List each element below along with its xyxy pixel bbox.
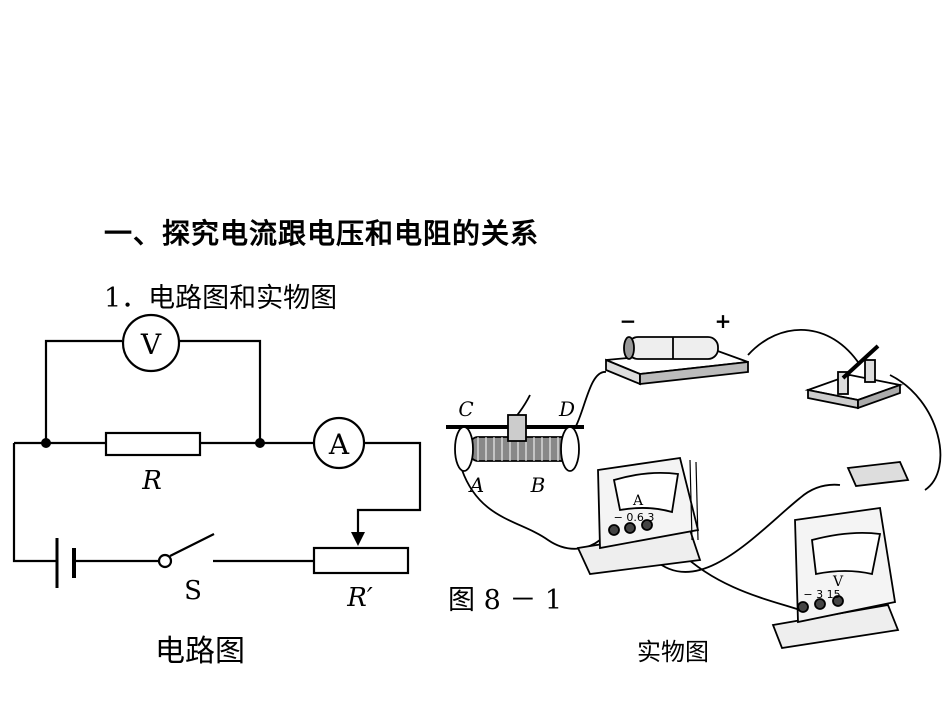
physical-diagram: [446, 328, 942, 650]
switch-pivot: [157, 553, 173, 569]
switch-label: S: [184, 576, 202, 606]
resistor-r: [104, 431, 202, 457]
resistor-label: R: [141, 466, 162, 496]
figure-number: 图 8 － 1: [448, 585, 562, 616]
connecting-wires: [461, 328, 942, 611]
ammeter-scale-text: − 0.6 3: [614, 511, 655, 524]
rheostat-r-prime: [312, 546, 410, 575]
subsection-heading: 1．电路图和实物图: [104, 283, 338, 314]
voltmeter-wire-left: [44, 339, 122, 443]
voltmeter-face-letter: V: [832, 574, 844, 590]
circuit-caption: 电路图: [155, 634, 245, 669]
wire-ammeter-to-slider: [356, 441, 422, 538]
voltmeter-symbol: [121, 313, 181, 373]
section-heading: 一、探究电流跟电压和电阻的关系: [104, 217, 540, 250]
ammeter-face-letter: A: [632, 493, 644, 509]
rheostat-terminal-d: D: [558, 397, 575, 421]
switch-blade: [169, 533, 215, 557]
junction-dot-right: [255, 438, 265, 448]
voltmeter-scale-text: − 3 15: [803, 588, 840, 601]
rheostat-terminal-b: B: [530, 473, 546, 497]
voltmeter-letter: V: [140, 328, 162, 361]
physical-switch: [804, 344, 904, 410]
ammeter-letter: A: [328, 428, 350, 461]
battery-minus-label: −: [620, 309, 637, 333]
circuit-diagram: [12, 313, 422, 588]
physical-ammeter: [576, 456, 702, 575]
physical-rheostat: [446, 414, 584, 472]
voltmeter-wire-right: [180, 339, 262, 443]
junction-dot-left: [41, 438, 51, 448]
physical-voltmeter: [771, 461, 910, 650]
rheostat-terminal-a: A: [468, 473, 484, 497]
battery-holder: [605, 336, 749, 386]
rheostat-terminal-c: C: [458, 397, 473, 421]
slider-arrowhead: [351, 532, 365, 546]
rheostat-label: R′: [346, 583, 373, 613]
battery-plus-label: +: [715, 309, 732, 333]
wire-left-side: [12, 443, 57, 563]
physical-caption: 实物图: [637, 638, 709, 666]
